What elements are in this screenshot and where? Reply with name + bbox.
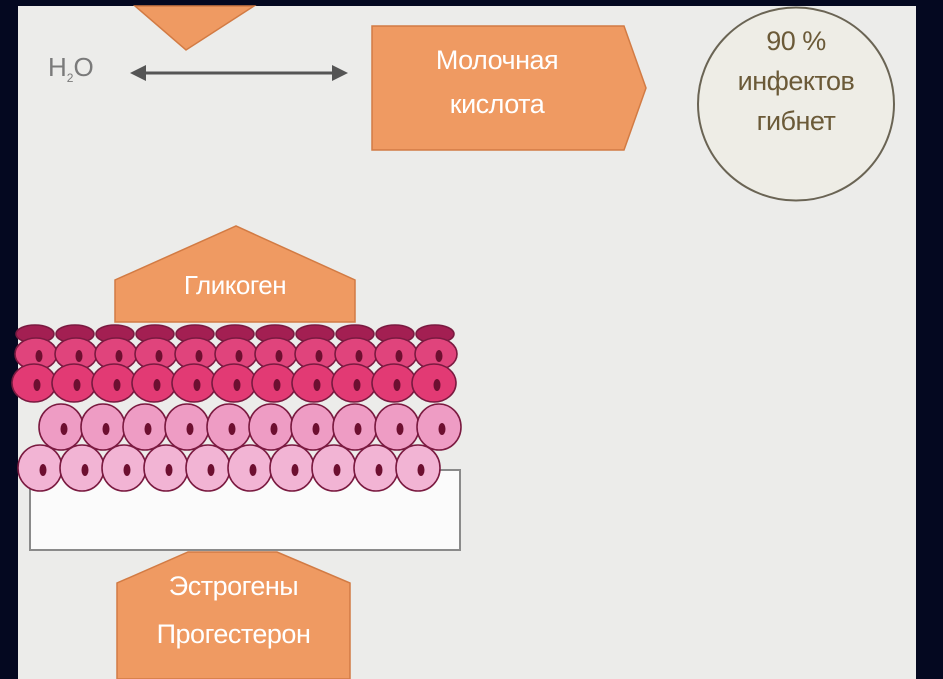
cell-nucleus-row4-1 xyxy=(82,464,89,476)
h2o-o: O xyxy=(73,52,93,82)
cell-nucleus-row2-3 xyxy=(154,379,161,391)
cell-nucleus-row2-7 xyxy=(314,379,321,391)
cell-nucleus-row1-6 xyxy=(276,350,283,362)
cell-nucleus-row2-4 xyxy=(194,379,201,391)
cell-nucleus-row4-2 xyxy=(124,464,131,476)
hormones-label: Эстрогены Прогестерон xyxy=(117,562,350,658)
cell-nucleus-row3-6 xyxy=(313,423,320,435)
cell-nucleus-row2-1 xyxy=(74,379,81,391)
cell-nucleus-row3-7 xyxy=(355,423,362,435)
cell-nucleus-row3-3 xyxy=(187,423,194,435)
cell-nucleus-row1-3 xyxy=(156,350,163,362)
oval-text: 90 % инфектов гибнет xyxy=(708,14,884,148)
cell-nucleus-row4-5 xyxy=(250,464,257,476)
cell-nucleus-row3-8 xyxy=(397,423,404,435)
cell-nucleus-row1-1 xyxy=(76,350,83,362)
double-arrow xyxy=(130,65,348,81)
cell-nucleus-row4-0 xyxy=(40,464,47,476)
cell-nucleus-row1-10 xyxy=(436,350,443,362)
cell-nucleus-row1-4 xyxy=(196,350,203,362)
cell-nucleus-row1-0 xyxy=(36,350,43,362)
glycogen-label: Гликоген xyxy=(115,270,355,301)
cell-nucleus-row1-8 xyxy=(356,350,363,362)
cell-nucleus-row1-9 xyxy=(396,350,403,362)
cell-nucleus-row3-0 xyxy=(61,423,68,435)
top-down-arrow xyxy=(135,6,254,50)
cell-nucleus-row3-5 xyxy=(271,423,278,435)
oval-line3: гибнет xyxy=(708,94,884,148)
cell-nucleus-row2-0 xyxy=(34,379,41,391)
lactic-acid-line2: кислота xyxy=(372,82,622,126)
hormones-line2: Прогестерон xyxy=(117,610,350,658)
cell-nucleus-row2-10 xyxy=(434,379,441,391)
cell-nucleus-row3-2 xyxy=(145,423,152,435)
hormones-line1: Эстрогены xyxy=(117,562,350,610)
glycogen-text: Гликоген xyxy=(184,270,286,300)
cell-nucleus-row4-9 xyxy=(418,464,425,476)
cell-nucleus-row4-4 xyxy=(208,464,215,476)
cell-nucleus-row1-5 xyxy=(236,350,243,362)
cell-nucleus-row3-4 xyxy=(229,423,236,435)
cell-nucleus-row3-1 xyxy=(103,423,110,435)
cell-nucleus-row2-8 xyxy=(354,379,361,391)
cell-nucleus-row2-2 xyxy=(114,379,121,391)
cell-nucleus-row2-6 xyxy=(274,379,281,391)
cell-nucleus-row1-7 xyxy=(316,350,323,362)
lactic-acid-line1: Молочная xyxy=(372,38,622,82)
cell-nucleus-row4-7 xyxy=(334,464,341,476)
lactic-acid-label: Молочная кислота xyxy=(372,38,622,126)
cell-nucleus-row2-9 xyxy=(394,379,401,391)
h2o-formula: H2O xyxy=(48,52,94,85)
cell-nucleus-row2-5 xyxy=(234,379,241,391)
cell-nucleus-row4-8 xyxy=(376,464,383,476)
cell-nucleus-row4-6 xyxy=(292,464,299,476)
h2o-h: H xyxy=(48,52,67,82)
cell-nucleus-row4-3 xyxy=(166,464,173,476)
epithelium-cells xyxy=(12,325,461,491)
cell-nucleus-row3-9 xyxy=(439,423,446,435)
cell-nucleus-row1-2 xyxy=(116,350,123,362)
